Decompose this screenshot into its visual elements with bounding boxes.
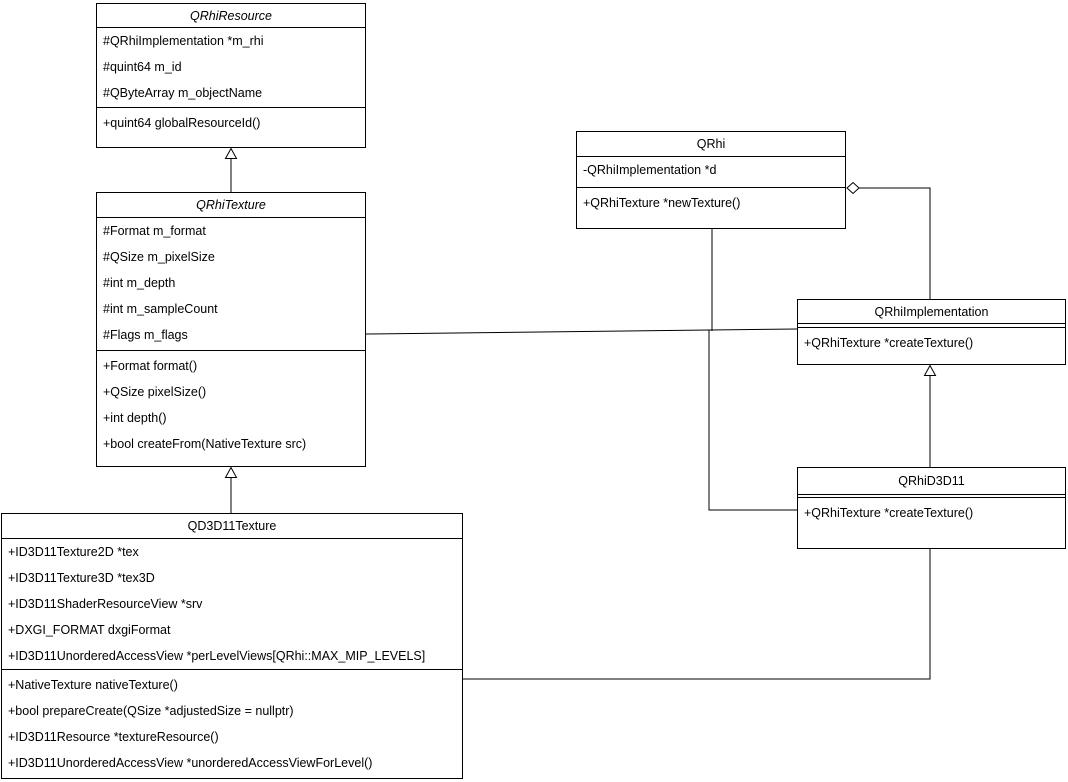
class-title: QRhiTexture <box>97 193 365 218</box>
method-row: +QRhiTexture *createTexture() <box>804 336 974 350</box>
class-box-qd3d11texture: QD3D11Texture +ID3D11Texture2D *tex +ID3… <box>1 513 463 779</box>
attribute-row: #int m_sampleCount <box>103 302 218 316</box>
class-methods-compartment: +QRhiTexture *createTexture() <box>798 498 1065 548</box>
attribute-row: #Format m_format <box>103 224 206 238</box>
class-attributes-compartment-empty <box>798 495 1065 498</box>
class-box-qrhiimplementation: QRhiImplementation +QRhiTexture *createT… <box>797 299 1066 365</box>
class-attributes-compartment: -QRhiImplementation *d <box>577 157 845 188</box>
inheritance-edge-qrhitexture-to-qrhiresource <box>224 147 238 192</box>
class-methods-compartment: +quint64 globalResourceId() <box>97 108 365 147</box>
attribute-row: #int m_depth <box>103 276 176 290</box>
aggregation-edge-qrhi-to-qrhiimplementation <box>846 181 931 299</box>
association-edge-qrhitexture-to-qrhiimplementation <box>365 328 798 335</box>
class-methods-compartment: +Format format() +QSize pixelSize() +int… <box>97 351 365 466</box>
method-row: +bool prepareCreate(QSize *adjustedSize … <box>8 704 294 718</box>
class-title: QRhi <box>577 132 845 157</box>
class-attributes-compartment: #Format m_format #QSize m_pixelSize #int… <box>97 218 365 351</box>
attribute-row: #QRhiImplementation *m_rhi <box>103 34 264 48</box>
class-title: QD3D11Texture <box>2 514 462 539</box>
class-methods-compartment: +NativeTexture nativeTexture() +bool pre… <box>2 670 462 778</box>
attribute-row: -QRhiImplementation *d <box>583 163 717 177</box>
class-attributes-compartment: #QRhiImplementation *m_rhi #quint64 m_id… <box>97 28 365 108</box>
class-attributes-compartment: +ID3D11Texture2D *tex +ID3D11Texture3D *… <box>2 539 462 670</box>
inheritance-triangle-icon <box>224 466 238 478</box>
attribute-row: +ID3D11Texture2D *tex <box>8 545 139 559</box>
class-methods-compartment: +QRhiTexture *createTexture() <box>798 328 1065 364</box>
association-edge-to-qrhid3d11 <box>708 330 797 511</box>
method-row: +NativeTexture nativeTexture() <box>8 678 178 692</box>
inheritance-edge-qrhid3d11-to-qrhiimplementation <box>923 364 937 467</box>
class-methods-compartment: +QRhiTexture *newTexture() <box>577 188 845 228</box>
method-row: +QRhiTexture *createTexture() <box>804 506 974 520</box>
method-row: +ID3D11Resource *textureResource() <box>8 730 219 744</box>
inheritance-triangle-icon <box>224 147 238 159</box>
method-row: +ID3D11UnorderedAccessView *unorderedAcc… <box>8 756 373 770</box>
attribute-row: +ID3D11ShaderResourceView *srv <box>8 597 203 611</box>
class-title: QRhiImplementation <box>798 300 1065 324</box>
method-row: +quint64 globalResourceId() <box>103 116 261 130</box>
method-row: +int depth() <box>103 411 167 425</box>
class-title: QRhiResource <box>97 4 365 28</box>
association-edge-qd3d11texture-to-qrhid3d11 <box>463 549 931 680</box>
inheritance-triangle-icon <box>923 364 937 376</box>
attribute-row: +ID3D11Texture3D *tex3D <box>8 571 155 585</box>
class-title: QRhiD3D11 <box>798 468 1065 495</box>
attribute-row: #quint64 m_id <box>103 60 182 74</box>
attribute-row: +ID3D11UnorderedAccessView *perLevelView… <box>8 649 426 663</box>
class-box-qrhiresource: QRhiResource #QRhiImplementation *m_rhi … <box>96 3 366 148</box>
class-box-qrhitexture: QRhiTexture #Format m_format #QSize m_pi… <box>96 192 366 467</box>
attribute-row: #Flags m_flags <box>103 328 188 342</box>
method-row: +QSize pixelSize() <box>103 385 207 399</box>
method-row: +QRhiTexture *newTexture() <box>583 196 741 210</box>
class-box-qrhid3d11: QRhiD3D11 +QRhiTexture *createTexture() <box>797 467 1066 549</box>
attribute-row: +DXGI_FORMAT dxgiFormat <box>8 623 171 637</box>
aggregation-diamond-icon <box>846 181 860 195</box>
attribute-row: #QSize m_pixelSize <box>103 250 215 264</box>
method-row: +bool createFrom(NativeTexture src) <box>103 437 307 451</box>
inheritance-edge-qd3d11texture-to-qrhitexture <box>224 466 238 513</box>
class-box-qrhi: QRhi -QRhiImplementation *d +QRhiTexture… <box>576 131 846 229</box>
method-row: +Format format() <box>103 359 198 373</box>
attribute-row: #QByteArray m_objectName <box>103 86 263 100</box>
class-attributes-compartment-empty <box>798 324 1065 328</box>
